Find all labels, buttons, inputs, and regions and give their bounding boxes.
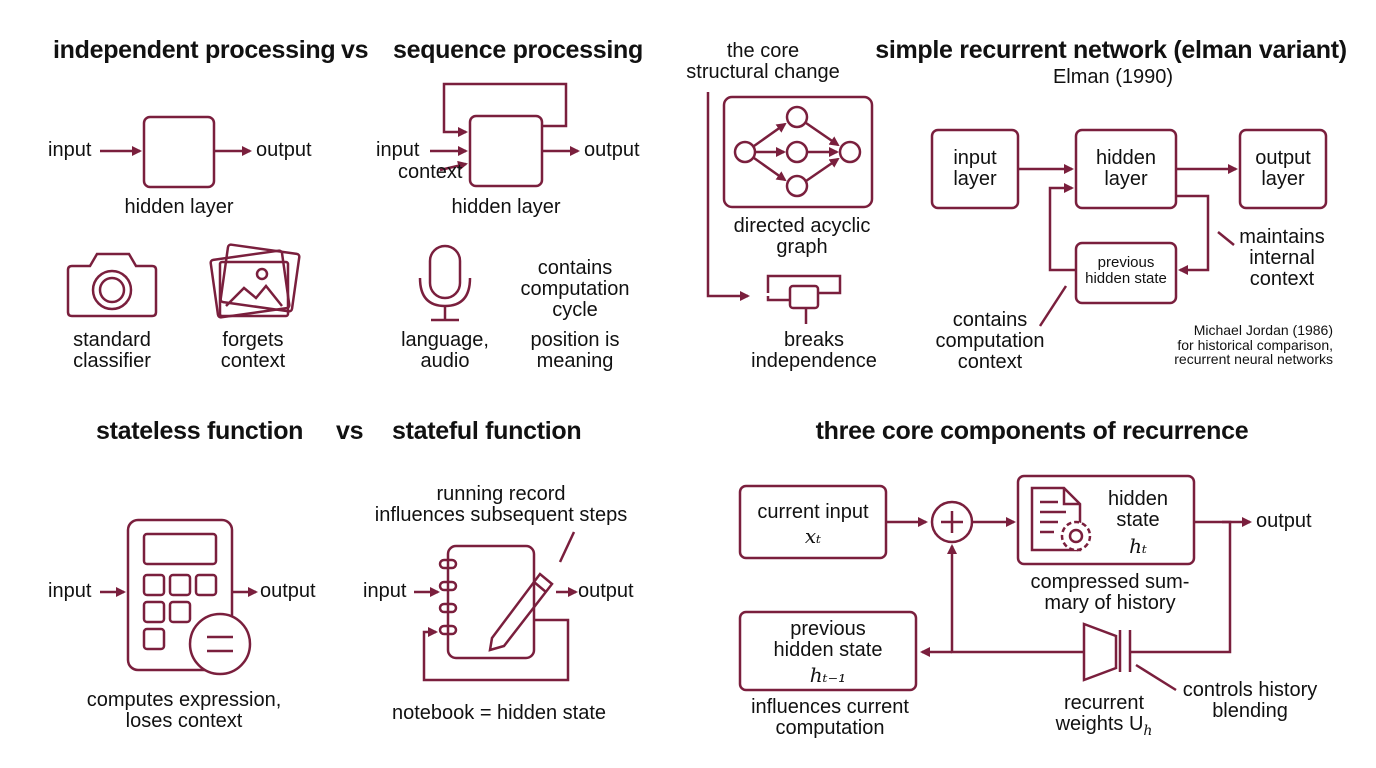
dag-label: directed acyclic graph bbox=[733, 215, 871, 258]
photos-caption: forgets context bbox=[220, 329, 286, 372]
stateful-input-label: input bbox=[363, 580, 407, 602]
camera-caption: standard classifier bbox=[73, 329, 151, 372]
recurrent-weights-text: recurrent weights U bbox=[1055, 692, 1145, 735]
microphone-icon bbox=[418, 244, 472, 322]
recurrent-weights-label: recurrent weights Uh bbox=[1056, 693, 1153, 739]
elman-previous-state-box bbox=[1074, 241, 1178, 305]
stateful-loop-arrow bbox=[422, 618, 570, 682]
elman-copy-arrow bbox=[1176, 194, 1210, 275]
core-change-title: the core structural change bbox=[686, 40, 840, 83]
independent-input-label: input bbox=[48, 139, 92, 161]
recurrent-weights-subscript: h bbox=[1143, 723, 1153, 739]
previous-hidden-state-symbol: hₜ₋₁ bbox=[809, 663, 847, 687]
recurrent-loop-line bbox=[1130, 520, 1232, 654]
sequence-output-label: output bbox=[584, 139, 640, 161]
title-independent-processing: independent processing bbox=[53, 36, 336, 64]
elman-hidden-layer-label: hidden layer bbox=[1095, 147, 1157, 190]
title-stateful-function: stateful function bbox=[392, 417, 582, 445]
title-sequence-processing: sequence processing bbox=[393, 36, 643, 64]
elman-previous-state-label: previous hidden state bbox=[1085, 254, 1167, 287]
camera-icon bbox=[66, 252, 158, 318]
breaks-independence-icon bbox=[766, 274, 842, 324]
influences-current-label: influences current computation bbox=[751, 696, 909, 739]
stateful-caption: notebook = hidden state bbox=[391, 702, 607, 724]
elman-title: simple recurrent network (elman variant) bbox=[875, 36, 1347, 64]
jordan-note: Michael Jordan (1986) for historical com… bbox=[1174, 322, 1333, 368]
core-change-arrow bbox=[706, 92, 750, 301]
maintains-leader-line bbox=[1217, 231, 1235, 246]
current-input-symbol: xₜ bbox=[804, 524, 822, 548]
components-title: three core components of recurrence bbox=[815, 417, 1249, 445]
elman-citation: Elman (1990) bbox=[1052, 66, 1174, 88]
contains-context-label: contains computation context bbox=[935, 309, 1045, 373]
maintains-context-label: maintains internal context bbox=[1239, 226, 1325, 290]
notebook-icon bbox=[438, 544, 554, 660]
compressed-summary-label: compressed sum- mary of history bbox=[1030, 571, 1190, 614]
components-output-label: output bbox=[1256, 510, 1312, 532]
photos-icon bbox=[209, 243, 301, 319]
independent-output-label: output bbox=[256, 139, 312, 161]
hidden-state-box bbox=[1016, 474, 1196, 566]
document-gear-icon bbox=[1030, 486, 1092, 552]
hidden-state-symbol: hₜ bbox=[1129, 534, 1147, 558]
dag-graph bbox=[733, 105, 862, 198]
elman-output-layer-label: output layer bbox=[1255, 147, 1311, 190]
stateless-output-label: output bbox=[260, 580, 316, 602]
elman-input-layer-label: input layer bbox=[953, 147, 997, 190]
running-record-label: running record influences subsequent ste… bbox=[374, 483, 628, 526]
independent-hidden-layer-box bbox=[142, 115, 216, 189]
controls-history-label: controls history blending bbox=[1182, 679, 1318, 722]
stateful-output-label: output bbox=[578, 580, 634, 602]
sequence-loop-arrow bbox=[442, 82, 568, 137]
microphone-caption: language, audio bbox=[401, 329, 489, 372]
sequence-input-label: input bbox=[376, 139, 420, 161]
calculator-icon bbox=[126, 518, 252, 676]
sum-node-icon bbox=[930, 500, 974, 544]
dag-box bbox=[722, 95, 874, 209]
independent-hidden-layer-label: hidden layer bbox=[124, 196, 234, 218]
elman-output-layer-box bbox=[1238, 128, 1328, 210]
previous-hidden-state-box bbox=[738, 610, 918, 692]
sequence-hidden-layer-label: hidden layer bbox=[451, 196, 561, 218]
title-stateless-function: stateless function bbox=[96, 417, 304, 445]
stateless-caption: computes expression, loses context bbox=[86, 689, 282, 732]
sequence-context-label: context bbox=[398, 161, 463, 183]
elman-feedback-arrow bbox=[1048, 183, 1076, 272]
sequence-context-arrow bbox=[439, 160, 468, 172]
sequence-hidden-layer-box bbox=[468, 114, 544, 188]
vs-label-bottom: vs bbox=[336, 417, 364, 445]
computation-cycle-label: contains computation cycle bbox=[520, 257, 630, 321]
stateless-input-label: input bbox=[48, 580, 92, 602]
breaks-independence-label: breaks independence bbox=[751, 329, 877, 372]
recurrent-weights-icon bbox=[1082, 622, 1132, 682]
vs-label-top: vs bbox=[341, 36, 369, 64]
current-input-label: current input bbox=[757, 501, 869, 523]
running-record-leader-line bbox=[558, 531, 576, 563]
controls-leader-line bbox=[1135, 663, 1177, 692]
previous-hidden-state-label: previous hidden state bbox=[773, 618, 883, 661]
hidden-state-label: hidden state bbox=[1107, 488, 1169, 531]
position-meaning-label: position is meaning bbox=[530, 329, 620, 372]
contains-leader-line bbox=[1038, 285, 1068, 327]
